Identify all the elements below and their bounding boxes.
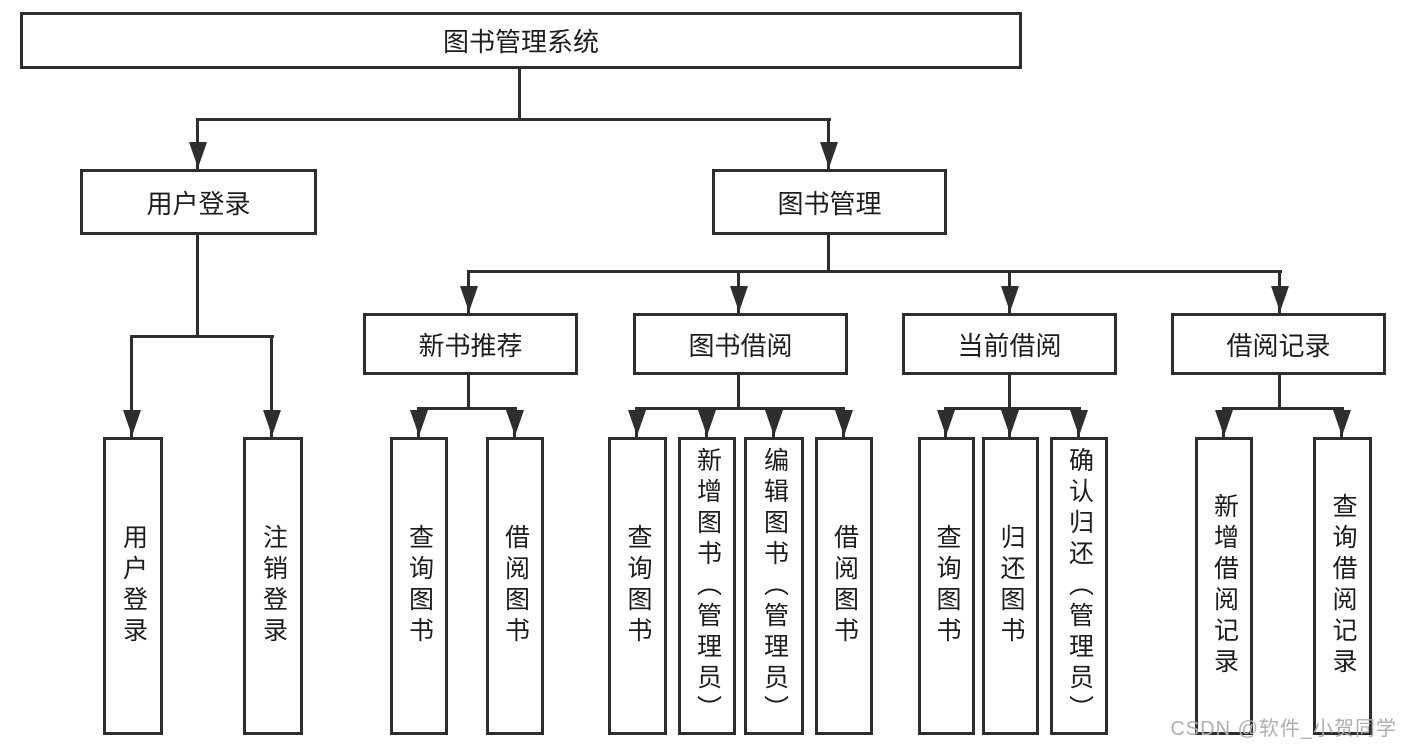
leaf-search-borrow-record: 查询借阅记录 xyxy=(1313,437,1372,735)
connector-line xyxy=(270,335,273,437)
arrow-down-icon xyxy=(1070,410,1088,436)
arrow-down-icon xyxy=(628,410,646,436)
arrow-down-icon xyxy=(835,410,853,436)
arrow-down-icon xyxy=(263,410,281,436)
arrow-down-icon xyxy=(506,410,524,436)
arrow-down-icon xyxy=(765,410,783,436)
arrow-down-icon xyxy=(820,142,838,168)
connector-line xyxy=(635,407,845,410)
arrow-down-icon xyxy=(1001,410,1019,436)
node-root: 图书管理系统 xyxy=(20,12,1022,69)
arrow-down-icon xyxy=(189,142,207,168)
leaf-return-books: 归还图书 xyxy=(982,437,1039,735)
node-book-borrow: 图书借阅 xyxy=(633,313,848,375)
arrow-down-icon xyxy=(410,410,428,436)
connector-line xyxy=(467,375,470,408)
connector-line xyxy=(130,335,133,437)
connector-line xyxy=(1008,375,1011,408)
leaf-borrow-books: 借阅图书 xyxy=(815,437,873,735)
connector-line xyxy=(944,407,1081,410)
leaf-edit-books-admin: 编辑图书（管理员） xyxy=(744,437,804,735)
node-user-login: 用户登录 xyxy=(80,169,317,235)
arrow-down-icon xyxy=(698,410,716,436)
leaf-borrow-books: 借阅图书 xyxy=(486,437,544,735)
connector-line xyxy=(196,118,831,121)
leaf-user-login: 用户登录 xyxy=(103,437,163,735)
connector-line xyxy=(518,69,521,118)
arrow-down-icon xyxy=(1001,286,1019,312)
node-current-borrow: 当前借阅 xyxy=(902,313,1117,375)
leaf-search-books: 查询图书 xyxy=(918,437,975,735)
leaf-logout: 注销登录 xyxy=(243,437,303,735)
csdn-watermark: CSDN @软件_小贺同学 xyxy=(1170,718,1397,740)
connector-line xyxy=(1278,375,1281,408)
arrow-down-icon xyxy=(1271,286,1289,312)
leaf-confirm-return-admin: 确认归还（管理员） xyxy=(1050,437,1108,735)
node-borrow-records: 借阅记录 xyxy=(1171,313,1386,375)
connector-line xyxy=(196,235,199,335)
connector-line xyxy=(130,335,274,338)
leaf-search-books: 查询图书 xyxy=(608,437,667,735)
connector-line xyxy=(737,375,740,408)
connector-line xyxy=(1222,407,1344,410)
arrow-down-icon xyxy=(123,410,141,436)
arrow-down-icon xyxy=(937,410,955,436)
arrow-down-icon xyxy=(1215,410,1233,436)
arrow-down-icon xyxy=(730,286,748,312)
leaf-add-books-admin: 新增图书（管理员） xyxy=(678,437,736,735)
connector-line xyxy=(467,270,1282,273)
node-new-book-recommend: 新书推荐 xyxy=(363,313,578,375)
arrow-down-icon xyxy=(1333,410,1351,436)
connector-line xyxy=(417,407,517,410)
leaf-add-borrow-record: 新增借阅记录 xyxy=(1195,437,1253,735)
node-book-management: 图书管理 xyxy=(712,169,947,235)
connector-line xyxy=(827,235,830,271)
leaf-search-books: 查询图书 xyxy=(390,437,448,735)
arrow-down-icon xyxy=(460,286,478,312)
